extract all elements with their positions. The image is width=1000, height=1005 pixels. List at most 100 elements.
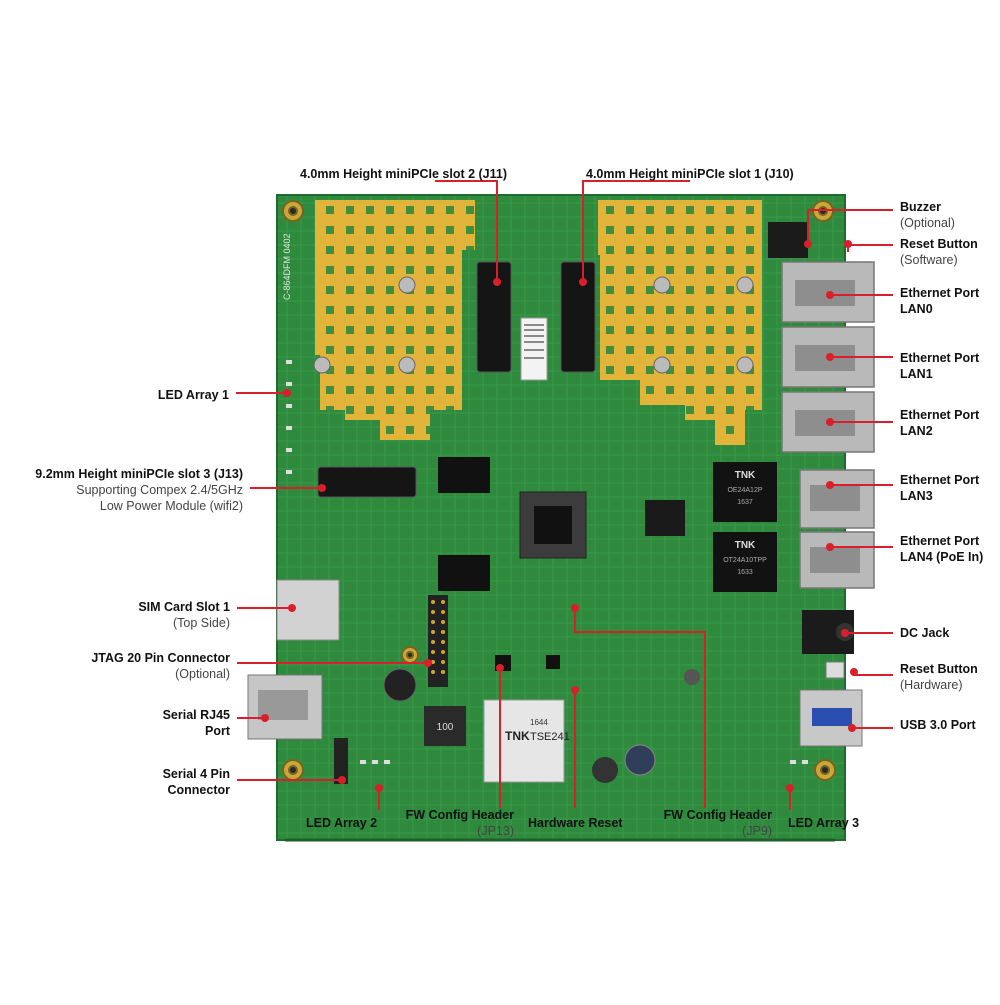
label-lan2-sub: LAN2 bbox=[900, 424, 933, 438]
buzzer bbox=[768, 222, 808, 258]
led-array-1 bbox=[286, 360, 292, 474]
label-led1-title: LED Array 1 bbox=[157, 388, 229, 402]
antenna-pad-right bbox=[598, 200, 762, 445]
label-lan0: Ethernet Port LAN0 bbox=[900, 285, 979, 317]
label-lan1-sub: LAN1 bbox=[900, 367, 933, 381]
sim-card-slot bbox=[276, 579, 340, 641]
mounting-holes bbox=[282, 200, 836, 781]
label-rj45: Serial RJ45 Port bbox=[163, 707, 230, 739]
label-reset-hardware: Reset Button (Hardware) bbox=[900, 661, 978, 693]
label-sim: SIM Card Slot 1 (Top Side) bbox=[138, 599, 230, 631]
minipcie-slot-3 bbox=[317, 466, 417, 498]
label-sim-sub: (Top Side) bbox=[173, 616, 230, 630]
label-lan4: Ethernet Port LAN4 (PoE In) bbox=[900, 533, 983, 565]
label-hardware-reset-title: Hardware Reset bbox=[528, 816, 623, 830]
label-jp9-sub: (JP9) bbox=[742, 824, 772, 838]
tse-module: TNK 1644 TSE241 bbox=[483, 699, 570, 783]
label-led3-title: LED Array 3 bbox=[788, 816, 860, 830]
label-slot3-title: 9.2mm Height miniPCIe slot 3 (J13) bbox=[35, 467, 243, 481]
transformer-b-number: 1633 bbox=[737, 569, 753, 576]
label-serial4-title: Serial 4 Pin bbox=[162, 767, 230, 781]
tse-model: TSE241 bbox=[530, 731, 570, 743]
label-lan1-title: Ethernet Port bbox=[900, 351, 980, 365]
callout-dots bbox=[261, 240, 858, 792]
led-array-3 bbox=[790, 760, 808, 764]
transformer-a-number: 1637 bbox=[737, 499, 753, 506]
label-lan2-title: Ethernet Port bbox=[900, 408, 980, 422]
label-jp13-title: FW Config Header bbox=[405, 808, 514, 822]
inductor-marking: 100 bbox=[437, 722, 454, 733]
label-led2: LED Array 2 bbox=[306, 815, 377, 831]
label-dc-jack: DC Jack bbox=[900, 625, 949, 641]
label-reset-software: Reset Button (Software) bbox=[900, 236, 978, 268]
label-reset-software-sub: (Software) bbox=[900, 253, 958, 267]
switch-chip bbox=[645, 500, 685, 536]
label-sim-title: SIM Card Slot 1 bbox=[138, 600, 230, 614]
label-lan2: Ethernet Port LAN2 bbox=[900, 407, 979, 439]
label-lan3-title: Ethernet Port bbox=[900, 473, 980, 487]
label-led2-title: LED Array 2 bbox=[306, 816, 378, 830]
label-reset-hardware-sub: (Hardware) bbox=[900, 678, 963, 692]
label-led3: LED Array 3 bbox=[788, 815, 859, 831]
led-array-2 bbox=[360, 760, 390, 764]
label-led1: LED Array 1 bbox=[158, 387, 229, 403]
label-slot2: 4.0mm Height miniPCIe slot 2 (J11) bbox=[300, 166, 507, 182]
label-jtag: JTAG 20 Pin Connector (Optional) bbox=[91, 650, 230, 682]
label-usb3-title: USB 3.0 Port bbox=[900, 718, 976, 732]
minipcie-slot-1 bbox=[560, 261, 596, 373]
label-rj45-sub: Port bbox=[205, 724, 230, 738]
label-lan3-sub: LAN3 bbox=[900, 489, 933, 503]
label-buzzer-sub: (Optional) bbox=[900, 216, 955, 230]
label-jp13-sub: (JP13) bbox=[477, 824, 514, 838]
label-usb3: USB 3.0 Port bbox=[900, 717, 976, 733]
hw-reset-button bbox=[825, 661, 845, 679]
serial-4pin-header bbox=[334, 738, 348, 784]
transformer-b-code: OT24A10TPP bbox=[723, 557, 767, 564]
inductor bbox=[424, 706, 466, 746]
label-jp9: FW Config Header (JP9) bbox=[664, 807, 772, 839]
callout-lines bbox=[236, 180, 893, 810]
label-slot3: 9.2mm Height miniPCIe slot 3 (J13) Suppo… bbox=[35, 466, 243, 514]
board-revision: C-864DFM 0402 bbox=[282, 233, 292, 300]
label-reset-hardware-title: Reset Button bbox=[900, 662, 978, 676]
label-jtag-sub: (Optional) bbox=[175, 667, 230, 681]
label-lan0-title: Ethernet Port bbox=[900, 286, 980, 300]
label-jp13: FW Config Header (JP13) bbox=[406, 807, 514, 839]
memory-chip-top bbox=[438, 457, 490, 493]
label-jp9-title: FW Config Header bbox=[663, 808, 772, 822]
label-buzzer: Buzzer (Optional) bbox=[900, 199, 955, 231]
transformer-b-brand: TNK bbox=[735, 540, 756, 551]
label-serial4-sub: Connector bbox=[167, 783, 231, 797]
label-dc-jack-title: DC Jack bbox=[900, 626, 950, 640]
label-lan3: Ethernet Port LAN3 bbox=[900, 472, 979, 504]
tse-brand: TNK bbox=[505, 729, 530, 743]
hardware-reset-switch bbox=[546, 655, 560, 669]
jtag-header bbox=[428, 595, 448, 687]
label-reset-software-title: Reset Button bbox=[900, 237, 978, 251]
label-rj45-title: Serial RJ45 bbox=[162, 708, 230, 722]
label-slot3-sub1: Supporting Compex 2.4/5GHz bbox=[76, 483, 243, 497]
label-slot1-title: 4.0mm Height miniPCIe slot 1 (J10) bbox=[586, 167, 794, 181]
lan-transformer-b: TNK OT24A10TPP 1633 bbox=[713, 532, 777, 592]
label-lan4-sub: LAN4 (PoE In) bbox=[900, 550, 984, 564]
memory-chip-bottom bbox=[438, 555, 490, 591]
label-slot2-title: 4.0mm Height miniPCIe slot 2 (J11) bbox=[300, 167, 508, 181]
label-slot1: 4.0mm Height miniPCIe slot 1 (J10) bbox=[586, 166, 794, 182]
label-lan1: Ethernet Port LAN1 bbox=[900, 350, 979, 382]
label-buzzer-title: Buzzer bbox=[900, 200, 941, 214]
tse-number: 1644 bbox=[530, 718, 548, 727]
transformer-a-brand: TNK bbox=[735, 470, 756, 481]
label-lan4-title: Ethernet Port bbox=[900, 534, 980, 548]
antenna-pad-left bbox=[313, 200, 475, 440]
lan-transformer-a: TNK OE24A12P 1637 bbox=[713, 462, 777, 522]
transformer-a-code: OE24A12P bbox=[727, 487, 762, 494]
capacitor bbox=[383, 668, 417, 702]
label-jtag-title: JTAG 20 Pin Connector bbox=[91, 651, 230, 665]
minipcie-slot-2 bbox=[476, 261, 512, 373]
label-lan0-sub: LAN0 bbox=[900, 302, 933, 316]
label-serial4: Serial 4 Pin Connector bbox=[163, 766, 230, 798]
label-slot3-sub2: Low Power Module (wifi2) bbox=[99, 499, 243, 513]
label-hardware-reset: Hardware Reset bbox=[528, 815, 623, 831]
